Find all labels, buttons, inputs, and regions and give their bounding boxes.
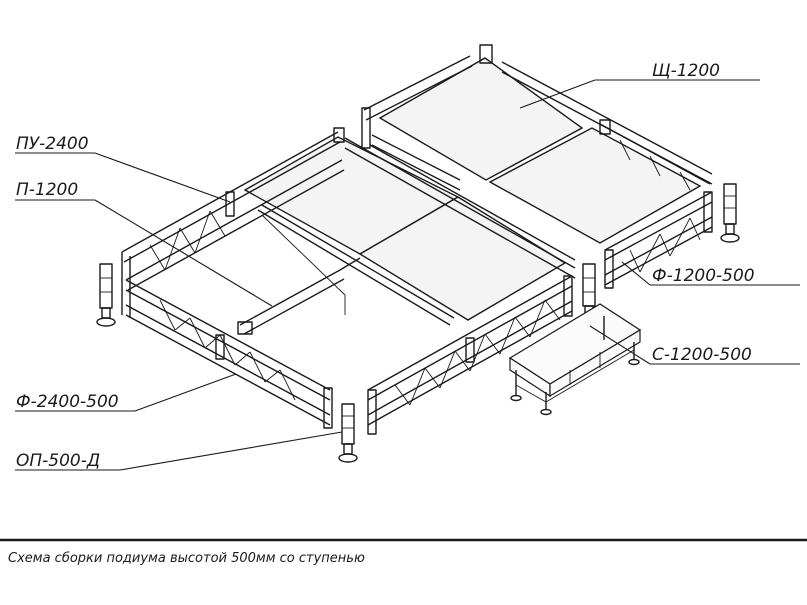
deck-panel-right-back (378, 57, 584, 181)
label-leg: ОП-500-Д (16, 451, 100, 471)
leg-right (720, 183, 740, 243)
label-step: С-1200-500 (652, 345, 752, 365)
leg-left (96, 263, 116, 327)
leader-lines (15, 79, 800, 471)
frame-small (604, 191, 713, 289)
label-p: П-1200 (16, 180, 78, 200)
step-front (549, 328, 641, 398)
left-platform (121, 127, 576, 435)
frame-front-left (367, 275, 573, 435)
deck-panel-right-front (488, 127, 702, 244)
frame-left-short (121, 252, 333, 429)
right-platform (361, 44, 740, 289)
label-frame-small: Ф-1200-500 (652, 266, 755, 286)
crossbeam-p (237, 204, 455, 335)
beam-pu (344, 137, 576, 279)
leg-front (338, 403, 358, 463)
label-shield: Щ-1200 (652, 61, 720, 81)
label-frame-large: Ф-2400-500 (16, 392, 119, 412)
step (508, 303, 642, 416)
caption: Схема сборки подиума высотой 500мм со ст… (8, 551, 365, 566)
frame-back-left (121, 127, 345, 291)
label-pu: ПУ-2400 (16, 134, 89, 154)
